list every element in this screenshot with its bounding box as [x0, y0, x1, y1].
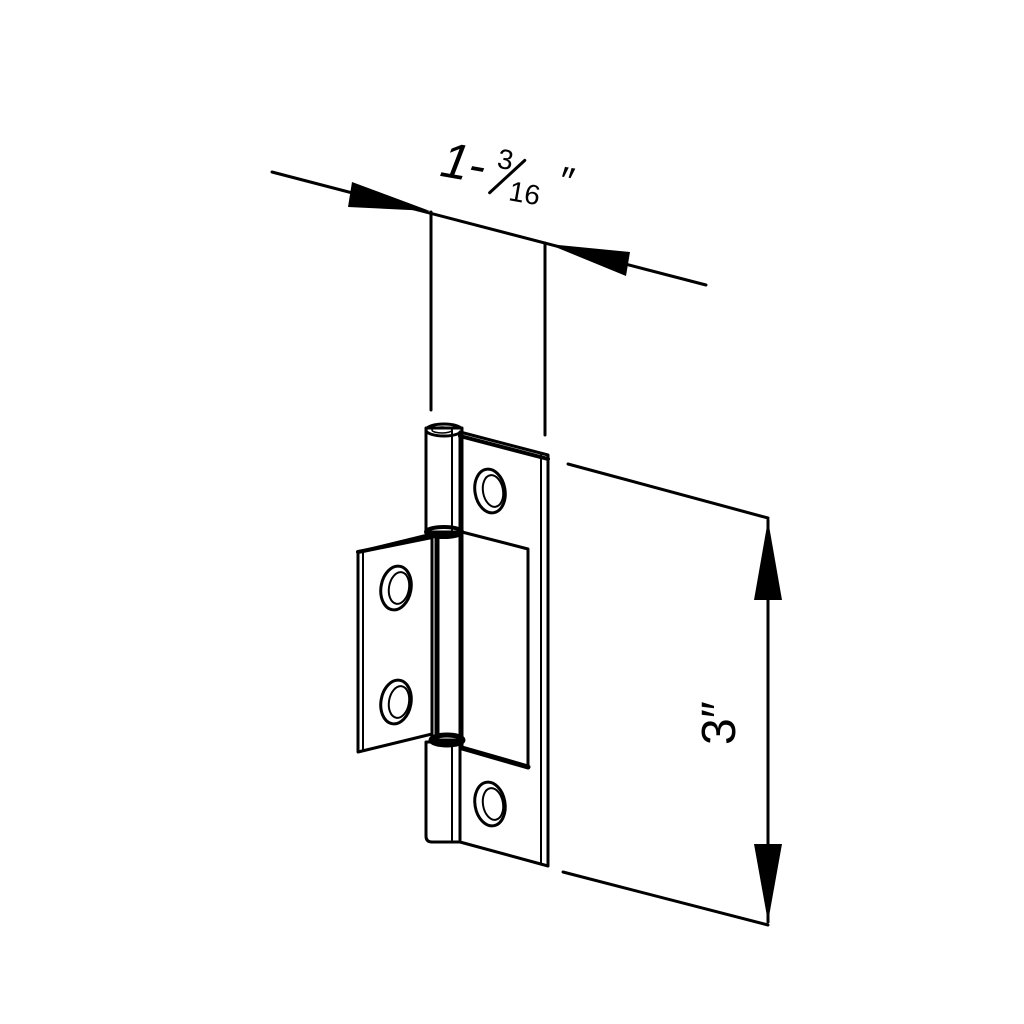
back-leaf: [458, 430, 550, 868]
screw-hole-left-top: [379, 564, 413, 612]
width-dimension: 1- 3 16 ″: [270, 131, 708, 437]
svg-text:″: ″: [554, 159, 577, 205]
height-label: 3″: [693, 701, 746, 745]
arrowhead-up: [754, 520, 782, 600]
screw-hole-top: [473, 467, 507, 515]
svg-text:3: 3: [495, 143, 516, 176]
knuckle-middle: [428, 532, 466, 748]
screw-hole-left-bottom: [379, 678, 413, 726]
knuckle-bottom: [424, 740, 462, 844]
arrowhead-down: [754, 844, 782, 922]
height-dimension: 3″: [561, 462, 782, 927]
screw-hole-bottom: [473, 780, 507, 828]
knuckle-top: [424, 422, 464, 539]
svg-text:16: 16: [507, 175, 543, 211]
svg-text:1-: 1-: [437, 131, 491, 194]
width-label: 1- 3 16 ″: [437, 131, 577, 211]
arrowhead-left: [348, 182, 430, 211]
hinge: [356, 422, 550, 868]
front-leaf: [356, 532, 434, 754]
arrowhead-right: [548, 244, 630, 276]
